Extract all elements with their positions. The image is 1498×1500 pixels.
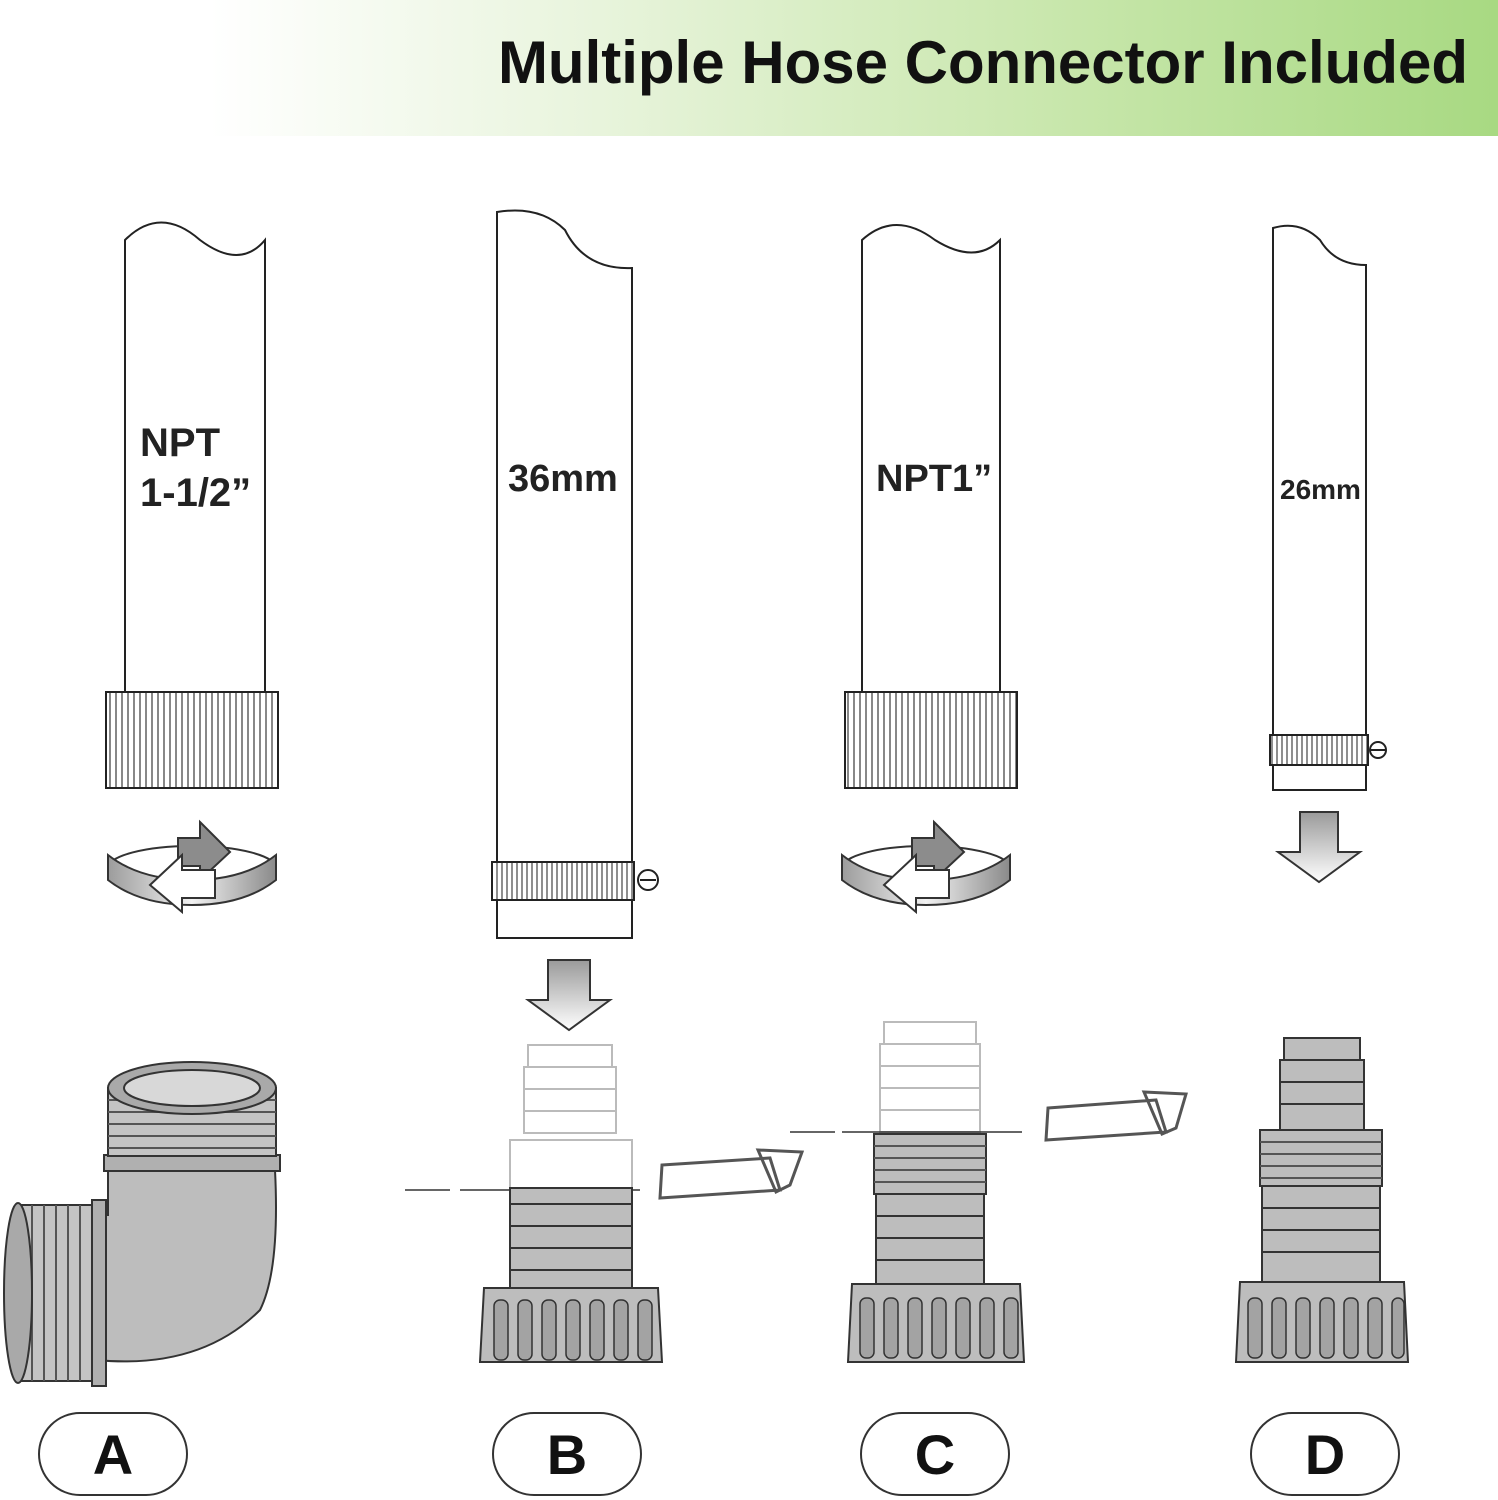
title-banner: Multiple Hose Connector Included	[0, 0, 1498, 136]
hose-adapter-c	[790, 1021, 1026, 1363]
hose-d	[1269, 224, 1387, 791]
banner-title: Multiple Hose Connector Included	[497, 29, 1468, 96]
hose-b-label: 36mm	[508, 458, 618, 500]
down-arrow-icon-b	[524, 959, 614, 1032]
hose-c-label: NPT1”	[876, 458, 993, 500]
hose-clamp-d	[1269, 734, 1369, 766]
badge-c: C	[860, 1412, 1010, 1496]
hose-a-label: NPT 1-1/2”	[140, 418, 251, 518]
down-arrow-icon-d	[1274, 811, 1364, 884]
rotate-icon-a	[107, 819, 277, 915]
hose-a-label-line2: 1-1/2”	[140, 471, 252, 515]
threaded-collar-a	[105, 691, 279, 789]
rotate-icon-c	[841, 819, 1011, 915]
hose-a-label-line1: NPT	[140, 421, 220, 465]
threaded-collar-c	[844, 691, 1018, 789]
badge-b: B	[492, 1412, 642, 1496]
hose-d-label: 26mm	[1280, 474, 1361, 505]
hose-c	[844, 224, 1018, 789]
badge-d: D	[1250, 1412, 1400, 1496]
hose-b	[491, 209, 659, 939]
elbow-connector-a	[3, 1061, 281, 1387]
hose-a	[105, 221, 279, 789]
hose-adapter-d	[1234, 1037, 1410, 1363]
hose-clamp-b	[491, 861, 635, 901]
saw-icon-c	[1044, 1090, 1188, 1142]
hose-adapter-b	[405, 1044, 664, 1363]
badge-a: A	[38, 1412, 188, 1496]
saw-icon-b	[658, 1148, 805, 1200]
